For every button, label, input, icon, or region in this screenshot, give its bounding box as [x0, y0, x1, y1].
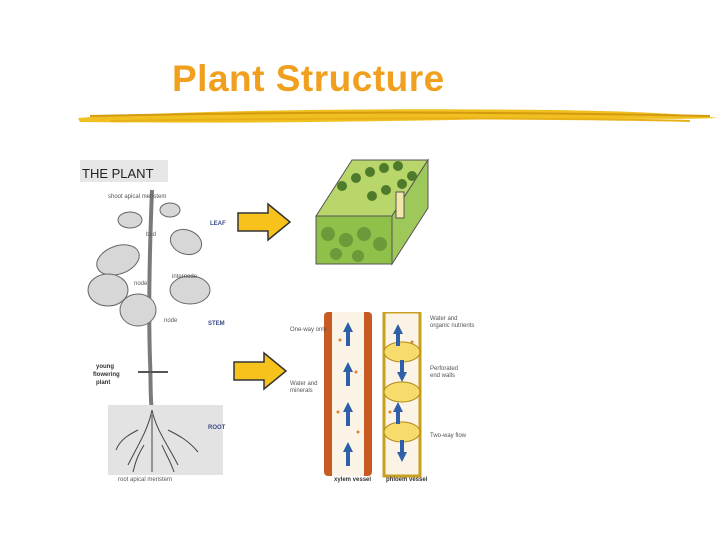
arrow-right-icon: [237, 202, 292, 242]
label-stem: STEM: [208, 321, 225, 327]
label-perforated-1: Perforated: [430, 366, 459, 372]
label-one-way-only: One-way only: [290, 327, 327, 333]
label-node-2: node: [164, 318, 178, 324]
label-water-minerals-2: minerals: [290, 388, 313, 394]
slide-title: Plant Structure: [172, 58, 445, 99]
arrow-right-icon: [233, 351, 288, 391]
label-internode: internode: [172, 274, 198, 280]
label-perforated-2: end walls: [430, 373, 456, 379]
leaf-cross-section-diagram: [312, 156, 430, 268]
label-two-way-flow: Two-way flow: [430, 433, 467, 439]
label-xylem-vessel: xylem vessel: [334, 477, 372, 483]
label-root: ROOT: [208, 425, 226, 431]
label-water-organic-1: Water and: [430, 316, 458, 322]
label-shoot-apical-meristem: shoot apical meristem: [108, 194, 167, 200]
label-water-minerals-1: Water and: [290, 381, 318, 387]
label-young: young: [96, 364, 114, 370]
label-plant: plant: [96, 380, 111, 386]
label-bud: bud: [146, 232, 157, 238]
title-underline-brush: [78, 109, 718, 123]
label-node-1: node: [134, 281, 148, 287]
plant-heading: THE PLANT: [82, 166, 154, 181]
label-phloem-vessel: phloem vessel: [386, 477, 428, 483]
plant-diagram: [78, 160, 238, 490]
label-flowering: flowering: [93, 372, 120, 378]
xylem-phloem-diagram: [288, 310, 472, 488]
label-water-organic-2: organic nutrients: [430, 323, 475, 329]
label-leaf: LEAF: [210, 221, 226, 227]
label-root-apical-meristem: root apical meristem: [118, 477, 173, 483]
